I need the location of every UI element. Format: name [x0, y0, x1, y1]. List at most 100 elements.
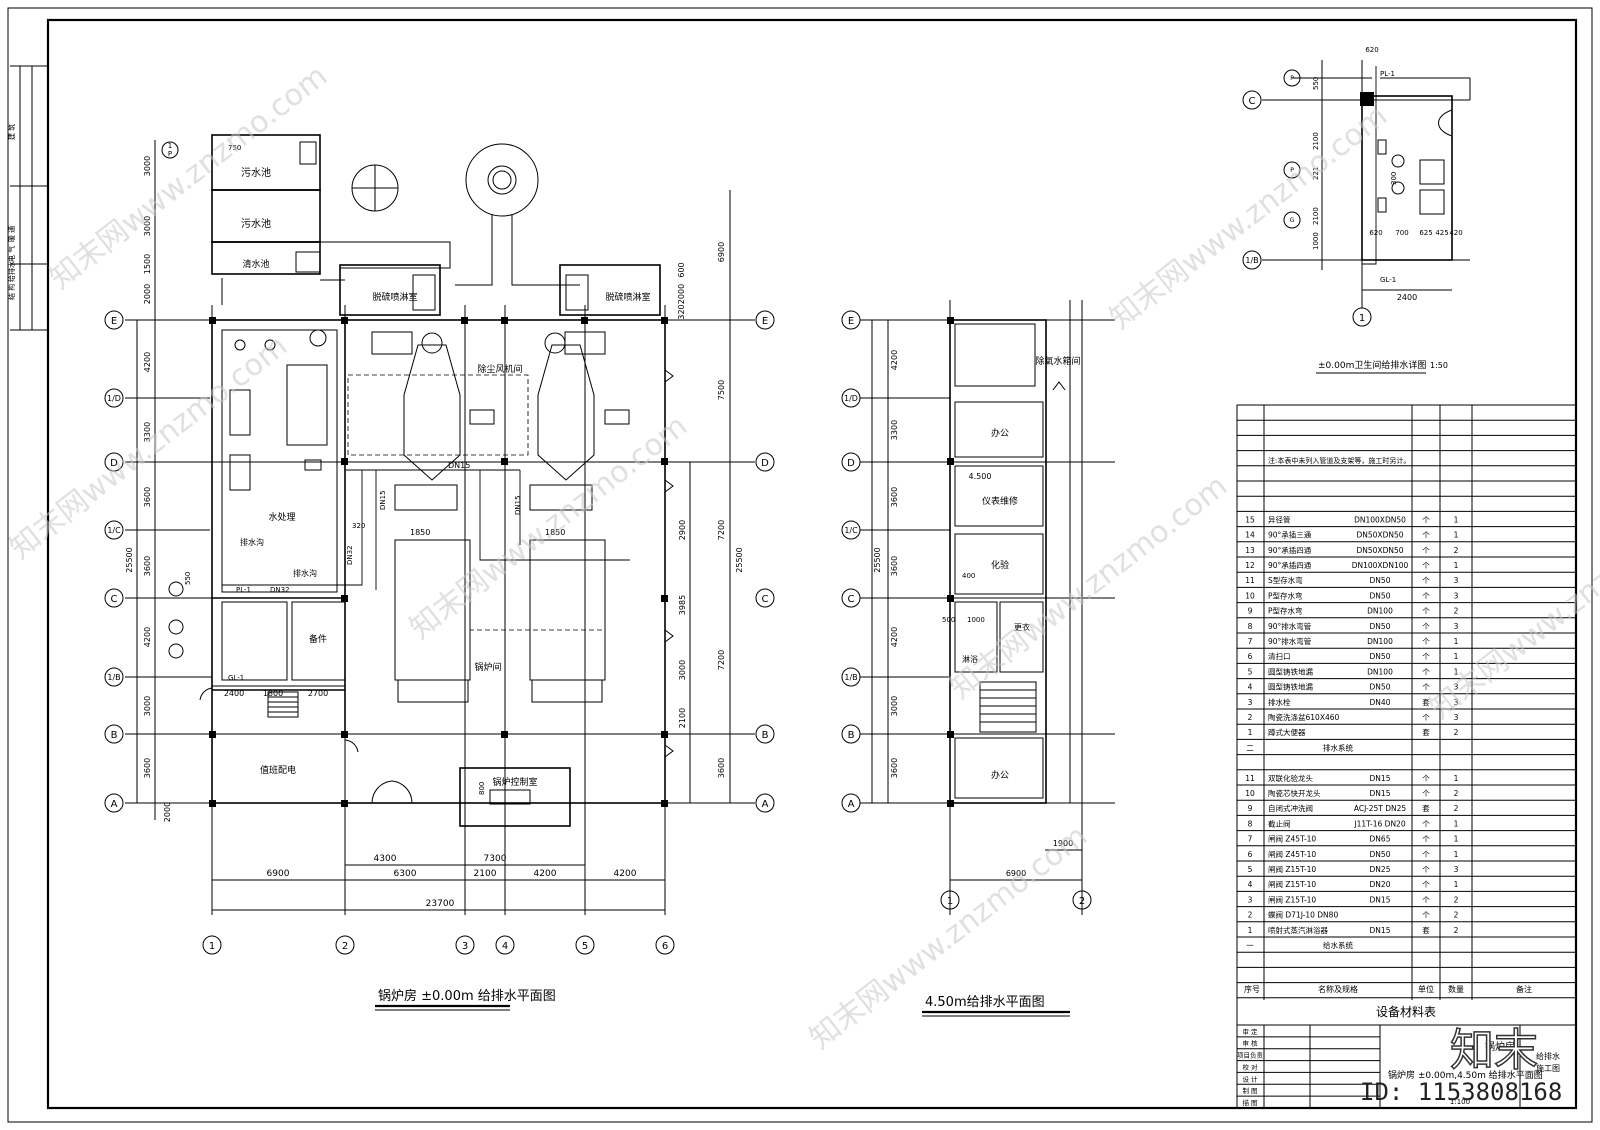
- axis-label: 1/C: [107, 526, 121, 535]
- tb-row-label: 审 定: [1242, 1027, 1258, 1036]
- table-cell-unit: 套: [1422, 727, 1430, 737]
- table-cell-qty: 3: [1454, 591, 1459, 600]
- table-cell-unit: 个: [1422, 591, 1430, 600]
- dim: 2900: [678, 520, 687, 540]
- axis-label: 1: [947, 896, 953, 907]
- table-cell-name: 异径管: [1268, 514, 1291, 524]
- sidebar-item: 给排水: [7, 261, 16, 282]
- table-cell-name: 圆型铸铁地漏: [1268, 666, 1313, 676]
- table-cell-unit: 个: [1422, 819, 1430, 828]
- table-cell-no: 15: [1245, 515, 1255, 524]
- watermark-brand: 知末: [1450, 1025, 1538, 1076]
- dim: 1900: [1053, 839, 1073, 848]
- table-cell-qty: 1: [1454, 774, 1459, 783]
- dim: 3600: [143, 487, 152, 507]
- dim: 425: [1435, 229, 1448, 237]
- table-cell-name: 截止阀: [1268, 818, 1291, 828]
- main-building-walls: [199, 317, 674, 807]
- table-cell-unit: 个: [1422, 546, 1430, 555]
- dim-total: 25500: [873, 547, 882, 572]
- watermark-text: 知末网www.znzmo.com: [1103, 98, 1394, 336]
- table-cell-spec: DN50: [1370, 850, 1391, 859]
- table-cell-no: 5: [1248, 865, 1253, 874]
- table-head: 数量: [1448, 984, 1464, 994]
- table-cell-no: 6: [1248, 850, 1253, 859]
- table-head: 备注: [1516, 984, 1532, 994]
- table-cell-qty: 2: [1454, 926, 1459, 935]
- room-label: 仪表维修: [982, 495, 1018, 507]
- dim: 4200: [614, 869, 637, 879]
- fan-room: 除尘风机间: [347, 331, 630, 456]
- tb-row-label: 制 图: [1242, 1086, 1257, 1095]
- pipe-label: DN15: [448, 461, 470, 470]
- tb-row-label: 设 计: [1242, 1074, 1258, 1083]
- table-cell-unit: 个: [1422, 637, 1430, 646]
- tb-discipline: 给排水: [1536, 1051, 1560, 1061]
- table-cell-name: 圆型铸铁地漏: [1268, 682, 1313, 692]
- dim: 7200: [717, 520, 726, 540]
- room-label: 脱硫喷淋室: [372, 291, 417, 303]
- main-axis-bottom: 1 2 3 4 5 6: [202, 935, 675, 955]
- table-cell-qty: 3: [1454, 713, 1459, 722]
- second-plan-title: 4.50m给排水平面图: [925, 995, 1045, 1010]
- axis-label: B: [111, 730, 118, 741]
- table-cell-qty: 3: [1454, 698, 1459, 707]
- table-cell-unit: 套: [1422, 803, 1430, 813]
- pipe-label: DN15: [514, 495, 522, 515]
- table-head: 名称及规格: [1318, 984, 1358, 994]
- room-label: 备件: [309, 633, 327, 645]
- table-cell-name: 90°承插四通: [1268, 545, 1312, 555]
- table-cell-name: 闸阀 Z15T-10: [1268, 880, 1316, 889]
- room-label: 办公: [991, 427, 1009, 439]
- dim: 1000: [967, 616, 985, 624]
- dim: 3600: [143, 556, 152, 576]
- table-cell-no: 4: [1248, 683, 1253, 692]
- dim: 620: [1365, 46, 1378, 54]
- axis-label: 4: [502, 941, 508, 952]
- dim: 600: [677, 262, 686, 277]
- dim: 4200: [143, 352, 152, 372]
- table-cell-qty: 1: [1454, 835, 1459, 844]
- table-cell-no: 12: [1245, 561, 1255, 570]
- dim: 320: [677, 304, 686, 319]
- table-cell-unit: 个: [1422, 789, 1430, 798]
- axis-label: E: [111, 316, 117, 327]
- dim: 221: [1312, 167, 1320, 180]
- second-axis-bottom: 1 2 6900 1900: [940, 839, 1092, 910]
- main-toilet-dims: 2400 1800 2700: [168, 581, 345, 698]
- table-note: 注:本表中未列入管道及支架等，施工时另计。: [1268, 456, 1410, 465]
- table-cell-qty: 2: [1454, 728, 1459, 737]
- table-section-no: 一: [1246, 941, 1254, 950]
- dim: 3000: [143, 156, 152, 176]
- table-cell-no: 8: [1248, 622, 1253, 631]
- room-label: 除氧水箱间: [1035, 355, 1080, 367]
- dim: 6900: [267, 869, 290, 879]
- pipe-label: GL-1: [228, 674, 244, 682]
- dim: 7500: [717, 380, 726, 400]
- room-label: 排水沟: [240, 537, 264, 547]
- dim-total: 25500: [735, 547, 744, 572]
- table-cell-spec: DN50: [1370, 652, 1391, 661]
- dim: 2000: [143, 284, 152, 304]
- watermark-text: 知末网www.znzmo.com: [403, 408, 694, 646]
- piping: DN15 DN15 DN15 DN32 DN32 320 PL-1 GL-1 5…: [184, 461, 630, 682]
- dim: 3000: [890, 696, 899, 716]
- table-cell-no: 6: [1248, 652, 1253, 661]
- dim: 2700: [308, 689, 328, 698]
- tb-drawing-name: 锅炉房 ±0.00m,4.50m 给排水平面图: [1388, 1069, 1543, 1081]
- table-cell-no: 3: [1248, 698, 1253, 707]
- dim: 2000: [677, 284, 686, 304]
- axis-label: A: [762, 799, 769, 810]
- axis-label: C: [848, 594, 855, 605]
- table-cell-no: 5: [1248, 667, 1253, 676]
- table-cell-qty: 1: [1454, 561, 1459, 570]
- axis-label: 3: [462, 941, 468, 952]
- dim: 2100: [678, 708, 687, 728]
- pipe-label: PL-1: [1380, 70, 1395, 78]
- pipe-tag: P: [1290, 75, 1294, 82]
- dim: 2100: [1312, 132, 1320, 150]
- axis-label: C: [762, 594, 769, 605]
- table-cell-unit: 个: [1422, 667, 1430, 676]
- dim: 2000: [163, 802, 172, 822]
- table-cell-no: 11: [1245, 774, 1255, 783]
